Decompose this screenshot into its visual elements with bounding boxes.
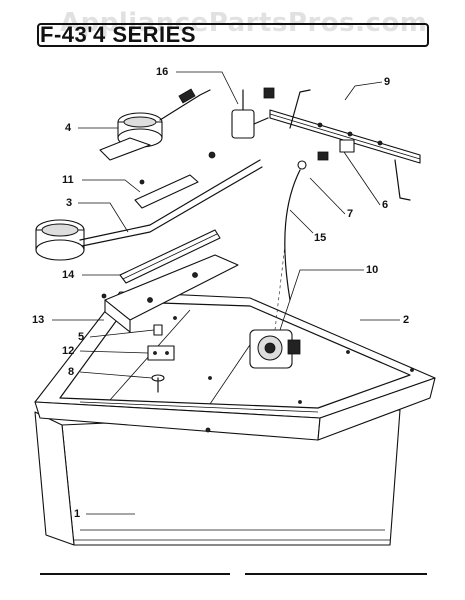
diagram-title: F-43'4 SERIES bbox=[40, 22, 197, 47]
oven-burner-assembly bbox=[35, 159, 263, 261]
manifold-pipe bbox=[269, 89, 421, 201]
small-hardware bbox=[101, 293, 211, 433]
leader-lines bbox=[52, 71, 400, 515]
callout-14: 14 bbox=[62, 269, 75, 281]
callout-11: 11 bbox=[62, 174, 74, 186]
callout-15: 15 bbox=[314, 232, 327, 244]
footer-rule-left bbox=[40, 573, 230, 575]
footer-rule-right bbox=[245, 573, 427, 575]
callout-16: 16 bbox=[156, 66, 169, 78]
burner-tube bbox=[119, 229, 221, 284]
orifice-shield bbox=[134, 174, 199, 209]
callout-7: 7 bbox=[347, 208, 354, 220]
callout-9: 9 bbox=[384, 76, 391, 88]
callout-6: 6 bbox=[382, 199, 389, 211]
callout-10: 10 bbox=[366, 264, 379, 276]
callout-1: 1 bbox=[74, 508, 81, 520]
safety-valve bbox=[249, 244, 301, 369]
burner-mount-bracket bbox=[104, 254, 239, 333]
title-frame bbox=[37, 23, 429, 47]
callout-8: 8 bbox=[68, 366, 75, 378]
callout-2: 2 bbox=[403, 314, 410, 326]
callout-12: 12 bbox=[62, 345, 75, 357]
callout-3: 3 bbox=[66, 197, 73, 209]
gas-valve bbox=[208, 87, 275, 159]
thermocouple-tube bbox=[284, 139, 355, 301]
broil-burner-assembly bbox=[99, 88, 211, 161]
drawer-base bbox=[34, 409, 401, 546]
callout-13: 13 bbox=[32, 314, 45, 326]
callout-5: 5 bbox=[78, 331, 85, 343]
callout-4: 4 bbox=[65, 122, 72, 134]
burner-box-tray bbox=[34, 291, 436, 441]
